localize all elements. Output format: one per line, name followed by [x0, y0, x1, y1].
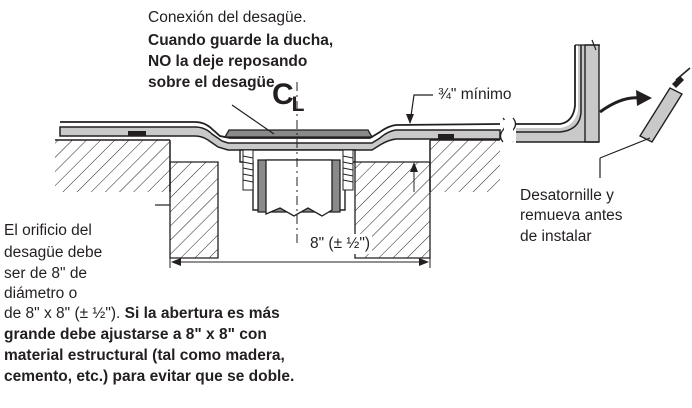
width-dim-arrow-right	[419, 258, 429, 266]
storage-warning-line1: Cuando guarde la ducha,	[148, 32, 334, 49]
pad-left	[128, 131, 146, 136]
pad-right	[438, 134, 454, 139]
width-dimension-label: 8" (± ½")	[308, 234, 372, 254]
break-gap	[504, 120, 513, 142]
hole-line5-bold: Si la abertura es más	[124, 305, 280, 322]
subfloor-left	[55, 140, 170, 192]
vertical-dim-arrow	[410, 162, 418, 172]
width-dim-arrow-left	[171, 258, 181, 266]
hole-line5: de 8" x 8" (± ½"). Si la abertura es más	[4, 304, 280, 324]
removal-arrowhead	[636, 90, 652, 106]
wall-flange-outer	[516, 45, 576, 125]
min-dimension-leader	[409, 94, 433, 124]
wall-flange-inner	[516, 45, 582, 133]
hole-line2: desagüe debe	[4, 244, 103, 261]
hole-line7: material estructural (tal como madera,	[4, 347, 285, 364]
wall-top-break	[575, 39, 600, 51]
removal-arrow	[599, 96, 641, 114]
hole-line4: diámetro o	[4, 285, 78, 302]
storage-warning-line2: NO la deje reposando	[148, 53, 308, 70]
unscrew-line2: remueva antes	[520, 207, 623, 224]
centerline-l: L	[291, 93, 305, 116]
wall-stud	[584, 44, 600, 143]
min-dimension-arrow	[406, 114, 414, 124]
hole-line1: El orificio del	[4, 222, 92, 239]
removed-board	[638, 67, 691, 143]
drain-thread-right	[342, 149, 354, 191]
pan-top-line	[60, 121, 501, 139]
joist-left	[169, 161, 219, 259]
unscrew-line1: Desatornille y	[520, 187, 614, 204]
warning-leader	[231, 104, 275, 135]
hole-line6: grande debe ajustarse a 8" x 8" con	[4, 326, 267, 343]
min-dimension-label: ¾" mínimo	[438, 86, 512, 103]
shower-pan-base	[59, 126, 501, 151]
drain-connection-label: Conexión del desagüe.	[148, 9, 307, 26]
centerline-label: CL	[272, 78, 307, 117]
centerline-c: C	[272, 78, 294, 111]
storage-warning-line3: sobre el desagüe	[148, 74, 275, 91]
hole-line3: ser de 8" de	[4, 265, 88, 282]
unscrew-leader	[599, 137, 651, 159]
drain-pipe	[265, 159, 333, 217]
unscrew-line3: de instalar	[520, 228, 592, 245]
hole-line5-regular: de 8" x 8" (± ½").	[4, 305, 125, 322]
subfloor-right-far-hatch	[516, 142, 520, 165]
drain-plate	[223, 129, 374, 138]
subfloor-right	[430, 140, 500, 192]
hole-line8: cemento, etc.) para evitar que se doble.	[4, 368, 295, 385]
drain-thread-left	[242, 149, 254, 191]
